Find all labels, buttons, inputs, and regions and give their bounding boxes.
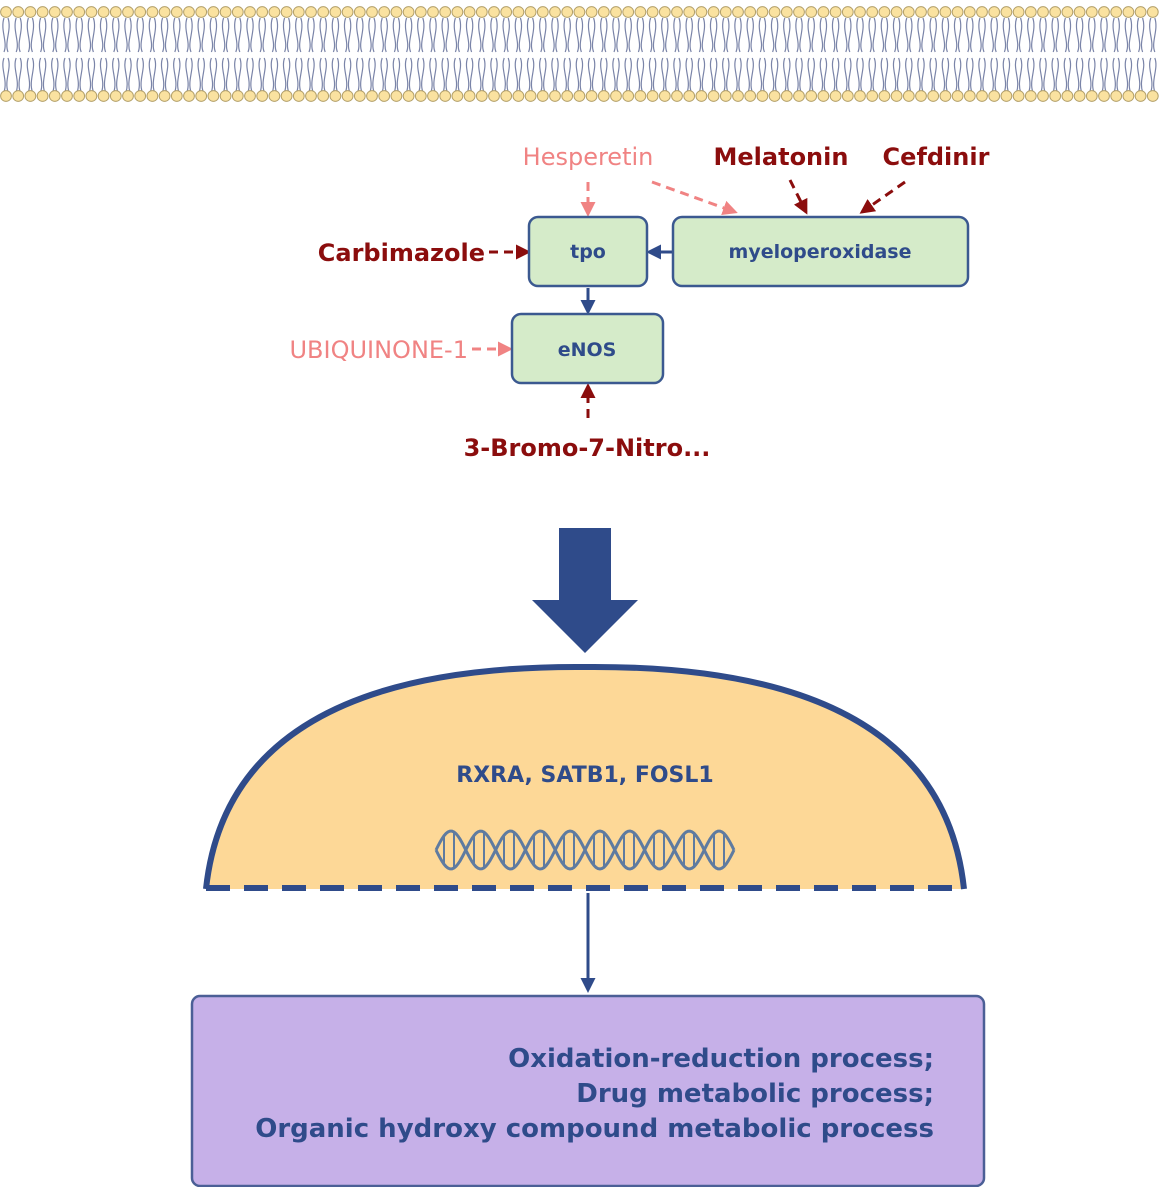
process-box: Oxidation-reduction process; Drug metabo…: [190, 994, 986, 1187]
arrow-hesperetin-myeloperoxidase: [651, 180, 738, 215]
big-down-arrow: [532, 528, 638, 653]
drug-hesperetin: Hesperetin: [523, 143, 654, 171]
node-enos-label: eNOS: [558, 339, 617, 361]
node-tpo: tpo: [527, 215, 649, 288]
process-line-1: Oxidation-reduction process;: [508, 1044, 934, 1074]
drug-ubiquinone: UBIQUINONE-1: [289, 336, 468, 364]
process-line-3: Organic hydroxy compound metabolic proce…: [255, 1114, 934, 1144]
drug-melatonin: Melatonin: [714, 143, 849, 171]
node-enos: eNOS: [510, 312, 665, 385]
arrow-melatonin-myeloperoxidase: [788, 179, 808, 215]
process-line-2: Drug metabolic process;: [576, 1079, 934, 1109]
drug-carbimazole: Carbimazole: [318, 239, 485, 267]
node-tpo-label: tpo: [570, 241, 606, 263]
arrow-cefdinir-myeloperoxidase: [859, 180, 906, 214]
node-myeloperoxidase: myeloperoxidase: [671, 215, 970, 288]
drug-bromo: 3-Bromo-7-Nitro...: [464, 434, 711, 462]
node-myeloperoxidase-label: myeloperoxidase: [729, 241, 912, 263]
nucleus: RXRA, SATB1, FOSL1: [203, 663, 967, 891]
drug-cefdinir: Cefdinir: [883, 143, 990, 171]
dna-icon: [434, 829, 736, 871]
cell-membrane: [0, 6, 1159, 102]
nucleus-genes: RXRA, SATB1, FOSL1: [456, 763, 713, 788]
